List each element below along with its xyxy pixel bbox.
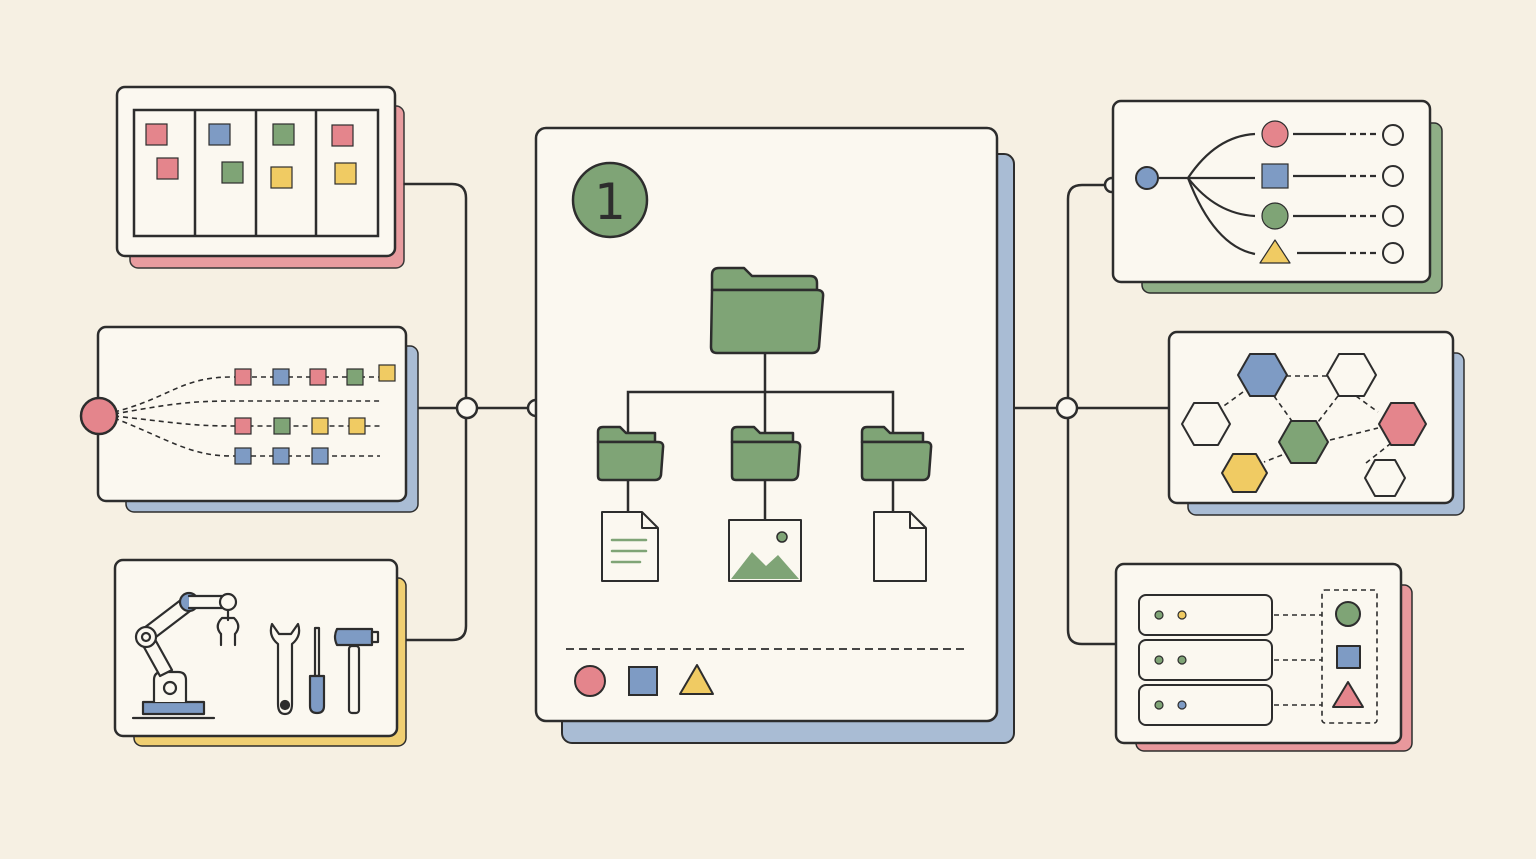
source-node-icon: [79, 396, 119, 436]
hexagon-network-panel: [1167, 330, 1465, 516]
legend-circle-icon: [574, 665, 606, 697]
robot-tools-panel: [113, 558, 407, 747]
hexagon-icon: [1181, 353, 1427, 497]
step-number: 1: [594, 173, 626, 231]
child-folder-icon: [596, 425, 665, 482]
legend-triangle-icon: [679, 664, 714, 695]
image-icon: [728, 519, 802, 582]
server-stack-panel: [1114, 562, 1413, 752]
empty-node-icon: [1382, 124, 1404, 264]
child-folder-icon: [730, 425, 802, 482]
pipeline-block-icon: [234, 364, 396, 465]
server-icon: [1138, 594, 1273, 636]
screwdriver-icon: [308, 626, 326, 715]
server-status-square-icon: [1336, 645, 1361, 669]
sticky-note-icon: [145, 123, 357, 189]
right-junction-node: [1055, 396, 1079, 420]
child-folder-icon: [860, 425, 933, 482]
robot-arm-icon: [131, 591, 240, 720]
tree-branch-line: [1293, 132, 1380, 255]
server-status-circle-icon: [1335, 601, 1361, 627]
left-junction-node: [455, 396, 479, 420]
server-icon: [1138, 684, 1273, 726]
main-panel: 1: [534, 126, 1015, 744]
wrench-icon: [269, 622, 301, 716]
dashed-group-box: [1321, 589, 1378, 724]
shape-legend: [574, 664, 714, 697]
pipeline-panel: [79, 325, 419, 513]
pipeline-dashed-lines: [113, 376, 386, 457]
legend-square-icon: [628, 666, 658, 696]
hammer-icon: [333, 627, 380, 715]
server-status-triangle-icon: [1332, 681, 1364, 708]
tree-leaf-icon: [1259, 120, 1291, 264]
root-folder-icon: [709, 266, 825, 355]
root-node-icon: [1135, 166, 1159, 190]
folder-tree-lines: [626, 352, 895, 520]
branching-tree-panel: [1111, 99, 1443, 294]
server-icon: [1138, 639, 1273, 681]
document-icon: [601, 511, 659, 582]
step-badge: 1: [571, 161, 649, 239]
kanban-panel: [115, 85, 405, 269]
blank-file-icon: [873, 511, 927, 582]
